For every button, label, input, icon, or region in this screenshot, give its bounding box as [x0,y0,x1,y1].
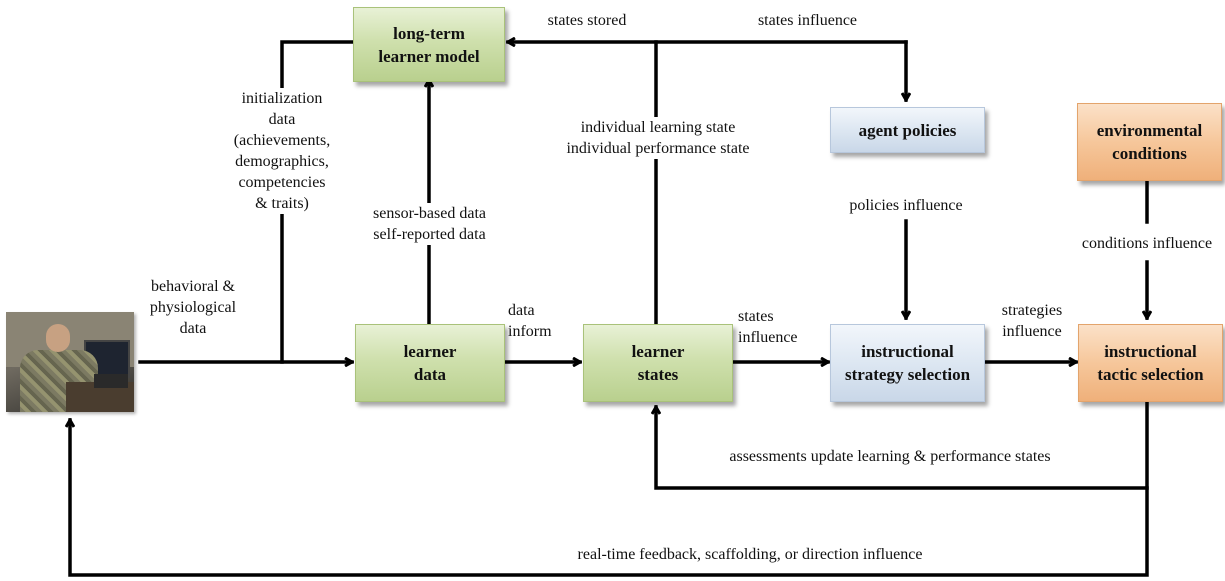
label-states-influence-mid: states influence [738,308,798,346]
arrow-assessments-update [656,400,1149,490]
label-states-stored: states stored [547,12,627,29]
node-instructional-tactic-selection: instructional tactic selection [1078,324,1223,402]
label-behavioral-physiological-data: behavioral & physiological data [149,278,237,337]
line-initialization-data [280,40,354,364]
label-data-inform: data inform [508,302,552,340]
arrow-realtime-feedback [70,420,1149,577]
label-assessments-update: assessments update learning & performanc… [729,448,1051,465]
node-agent-policies: agent policies [830,107,985,153]
label-strategies-influence: strategies influence [1001,302,1063,340]
label-initialization-data: initialization data (achievements, demog… [218,88,346,214]
label-policies-influence: policies influence [832,195,980,216]
label-conditions-influence: conditions influence [1070,233,1224,254]
label-sensor-self-reported-data: sensor-based data self-reported data [352,203,507,245]
laptop-icon [94,374,128,388]
label-states-influence-top: states influence [757,12,858,29]
node-long-term-learner-model: long-term learner model [353,7,505,82]
label-realtime-feedback: real-time feedback, scaffolding, or dire… [577,546,923,563]
node-environmental-conditions: environmental conditions [1077,103,1222,181]
learner-photo [6,312,134,412]
node-learner-data: learner data [355,324,505,402]
label-individual-states: individual learning state individual per… [552,117,764,159]
node-instructional-strategy-selection: instructional strategy selection [830,324,985,402]
node-learner-states: learner states [583,324,733,402]
